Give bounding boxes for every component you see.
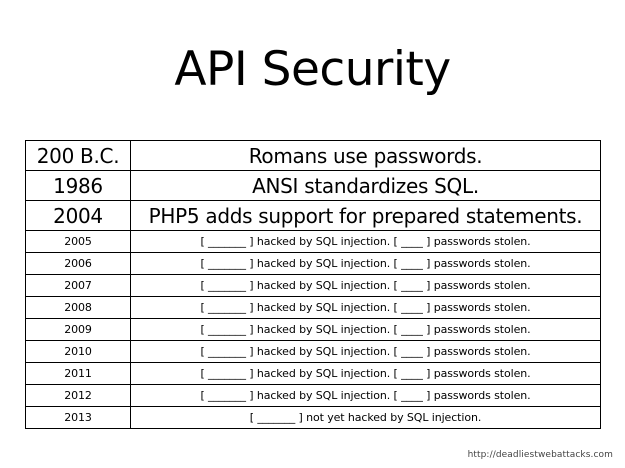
year-cell: 2008 <box>25 296 131 319</box>
table-row: 2008 [ _______ ] hacked by SQL injection… <box>25 296 601 319</box>
year-cell: 2010 <box>25 340 131 363</box>
year-cell: 2004 <box>25 200 131 231</box>
footer-url: http://deadliestwebattacks.com <box>467 450 613 460</box>
year-cell: 2005 <box>25 230 131 253</box>
table-row: 1986 ANSI standardizes SQL. <box>25 170 601 201</box>
year-cell: 2006 <box>25 252 131 275</box>
event-cell: [ _______ ] hacked by SQL injection. [ _… <box>130 296 601 319</box>
year-cell: 200 B.C. <box>25 140 131 171</box>
timeline-table: 200 B.C. Romans use passwords. 1986 ANSI… <box>25 140 601 429</box>
table-row: 2004 PHP5 adds support for prepared stat… <box>25 200 601 231</box>
event-cell: [ _______ ] not yet hacked by SQL inject… <box>130 406 601 429</box>
event-cell: [ _______ ] hacked by SQL injection. [ _… <box>130 340 601 363</box>
table-row: 2006 [ _______ ] hacked by SQL injection… <box>25 252 601 275</box>
year-cell: 2009 <box>25 318 131 341</box>
table-row: 2007 [ _______ ] hacked by SQL injection… <box>25 274 601 297</box>
table-row: 2009 [ _______ ] hacked by SQL injection… <box>25 318 601 341</box>
event-cell: [ _______ ] hacked by SQL injection. [ _… <box>130 252 601 275</box>
event-cell: [ _______ ] hacked by SQL injection. [ _… <box>130 362 601 385</box>
year-cell: 2011 <box>25 362 131 385</box>
year-cell: 2007 <box>25 274 131 297</box>
event-cell: [ _______ ] hacked by SQL injection. [ _… <box>130 384 601 407</box>
event-cell: ANSI standardizes SQL. <box>130 170 601 201</box>
timeline-body: 200 B.C. Romans use passwords. 1986 ANSI… <box>25 140 601 429</box>
table-row: 200 B.C. Romans use passwords. <box>25 140 601 171</box>
table-row: 2013 [ _______ ] not yet hacked by SQL i… <box>25 406 601 429</box>
event-cell: PHP5 adds support for prepared statement… <box>130 200 601 231</box>
year-cell: 1986 <box>25 170 131 201</box>
table-row: 2012 [ _______ ] hacked by SQL injection… <box>25 384 601 407</box>
year-cell: 2013 <box>25 406 131 429</box>
event-cell: [ _______ ] hacked by SQL injection. [ _… <box>130 274 601 297</box>
table-row: 2010 [ _______ ] hacked by SQL injection… <box>25 340 601 363</box>
event-cell: [ _______ ] hacked by SQL injection. [ _… <box>130 230 601 253</box>
event-cell: [ _______ ] hacked by SQL injection. [ _… <box>130 318 601 341</box>
table-row: 2011 [ _______ ] hacked by SQL injection… <box>25 362 601 385</box>
year-cell: 2012 <box>25 384 131 407</box>
slide-title: API Security <box>174 42 451 97</box>
table-row: 2005 [ _______ ] hacked by SQL injection… <box>25 230 601 253</box>
event-cell: Romans use passwords. <box>130 140 601 171</box>
